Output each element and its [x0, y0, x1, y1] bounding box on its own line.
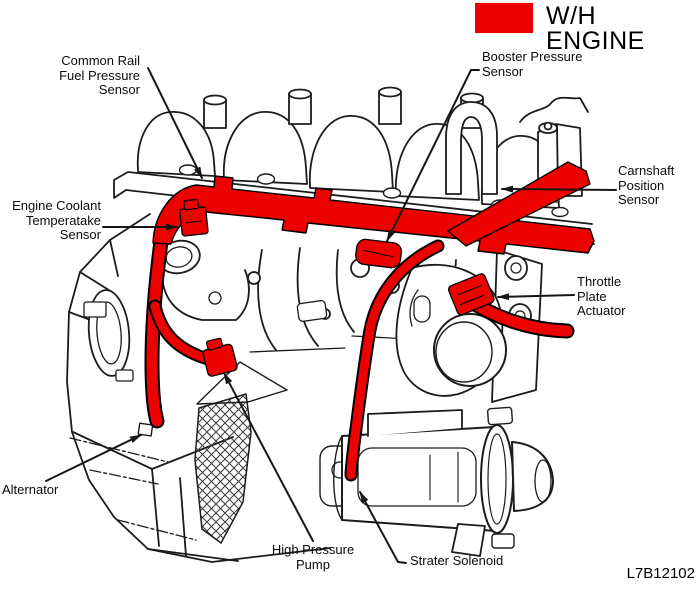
leader-starter-solenoid	[359, 491, 407, 564]
intake-runner	[309, 115, 394, 193]
callout-high-pressure-pump: High Pressure Pump	[271, 542, 355, 572]
callout-common-rail-fuel-pressure-sensor: Common Rail Fuel Pressure Sensor	[59, 53, 140, 98]
booster-sensor-connector	[355, 238, 403, 269]
intake-runner	[223, 111, 308, 185]
high-pressure-pump-connector	[202, 337, 238, 377]
valve-cover-caps	[203, 86, 484, 129]
figure-code: L7B12102	[626, 565, 695, 582]
leader-camshaft-position-sensor	[501, 185, 617, 193]
harness-branch-camshaft	[447, 161, 591, 247]
throttle-actuator-connector	[447, 273, 495, 316]
alternator-bolt	[137, 422, 154, 437]
callout-throttle-plate-actuator: Throttle Plate Actuator	[577, 274, 626, 319]
leader-booster-pressure-sensor	[386, 69, 480, 242]
callout-alternator: Alternator	[2, 482, 59, 497]
leader-common-rail-fuel-pressure-sensor	[147, 67, 203, 179]
callout-engine-coolant-temperature-sensor: Engine Coolant Temperatake Sensor	[12, 198, 101, 243]
water-outlet	[157, 239, 250, 321]
legend-swatch	[475, 3, 533, 33]
leader-alternator	[45, 434, 142, 482]
intake-runner	[395, 123, 480, 201]
leader-high-pressure-pump	[223, 372, 314, 542]
timing-belt-hatch	[194, 393, 252, 544]
intake-runner	[136, 111, 216, 177]
callout-starter-solenoid: Strater Solenoid	[410, 553, 504, 568]
camshaft-sensor-pipe	[445, 101, 498, 195]
starter-motor	[333, 406, 554, 557]
callout-camshaft-position-sensor: Carnshaft Position Sensor	[618, 163, 675, 208]
coolant-sensor-connector	[179, 198, 209, 237]
wiring-harness-red	[144, 161, 595, 482]
leader-throttle-plate-actuator	[497, 293, 575, 301]
left-engine-block	[66, 213, 331, 563]
callout-leaders	[45, 67, 617, 564]
legend-label: W/H ENGINE	[546, 2, 645, 55]
callout-booster-pressure-sensor: Booster Pressure Sensor	[482, 49, 583, 79]
